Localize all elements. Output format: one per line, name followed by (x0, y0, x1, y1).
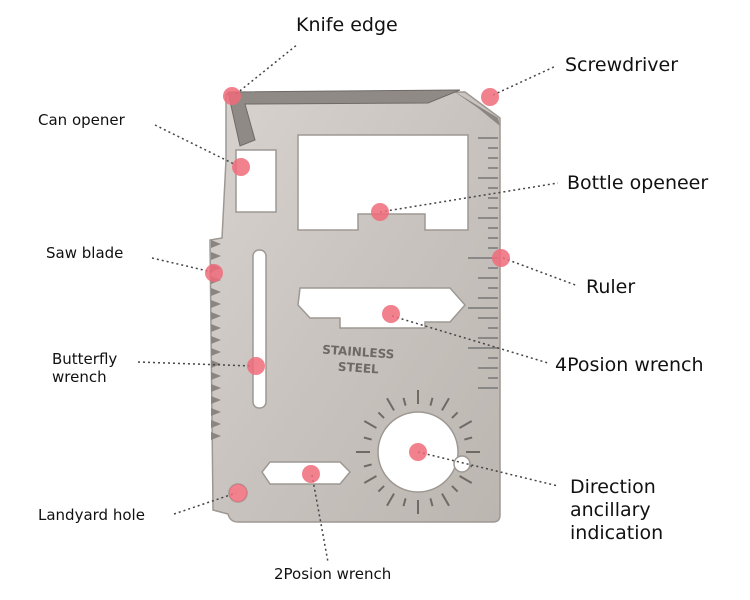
compass-dial-ticks (356, 390, 480, 514)
marker-can-opener (232, 158, 250, 176)
compass-tick (464, 436, 473, 441)
label-can-opener: Can opener (38, 111, 125, 129)
marker-butterfly-wrench (247, 357, 265, 375)
compass-tick (363, 463, 372, 468)
compass-tick (441, 493, 450, 507)
label-two-pos-wrench: 2Posion wrench (274, 565, 392, 583)
compass-tick (451, 411, 459, 419)
label-ruler: Ruler (586, 276, 636, 298)
marker-bottle-opener (371, 203, 389, 221)
marker-screwdriver (481, 88, 499, 106)
compass-tick (429, 397, 434, 406)
marker-four-pos-wrench (382, 305, 400, 323)
label-landyard-hole: Landyard hole (38, 506, 145, 524)
leader-butterfly-wrench (137, 361, 253, 367)
leader-lines (137, 43, 579, 563)
leader-ruler (502, 257, 579, 287)
label-direction: Direction ancillary indication (570, 476, 720, 544)
marker-ruler (492, 249, 510, 267)
label-screwdriver: Screwdriver (565, 54, 679, 76)
label-butterfly-wrench: Butterfly wrench (52, 350, 142, 386)
label-direction-line1: Direction (570, 476, 656, 498)
compass-tick (429, 498, 434, 507)
label-saw-blade: Saw blade (46, 244, 124, 262)
leader-screwdriver (492, 65, 557, 96)
callout-markers (205, 87, 510, 502)
marker-saw-blade (205, 264, 223, 282)
compass-tick (459, 420, 473, 429)
compass-tick (441, 397, 450, 411)
direction-compass-notch (453, 455, 471, 473)
leader-four-pos-wrench (391, 315, 549, 364)
label-bottle-opener: Bottle openeer (567, 172, 709, 194)
compass-tick (363, 475, 377, 484)
compass-tick (386, 397, 395, 411)
label-butterfly-wrench-line2: wrench (52, 368, 107, 386)
compass-tick (377, 411, 385, 419)
leader-landyard-hole (173, 492, 237, 515)
marker-landyard-hole (229, 484, 247, 502)
label-butterfly-wrench-line1: Butterfly (52, 350, 118, 368)
compass-tick (363, 436, 372, 441)
compass-tick (459, 475, 473, 484)
marker-direction (409, 443, 427, 461)
leader-direction (417, 451, 559, 487)
butterfly-wrench-slot (252, 249, 267, 409)
bottle-opener-cutout (297, 134, 469, 231)
label-direction-line2: ancillary (570, 498, 651, 521)
marker-knife-edge (223, 87, 241, 105)
four-position-wrench-cutout (297, 287, 467, 329)
marker-two-pos-wrench (302, 465, 320, 483)
compass-tick (402, 498, 407, 507)
engraving-line-2: STEEL (337, 360, 379, 377)
label-four-pos-wrench: 4Posion wrench (555, 354, 704, 376)
compass-tick (451, 485, 459, 493)
label-direction-line3: indication (570, 521, 664, 544)
leader-knife-edge (235, 43, 299, 95)
compass-tick (363, 420, 377, 429)
ruler-ticks (468, 137, 498, 389)
leader-bottle-opener (379, 182, 559, 213)
compass-tick (386, 493, 395, 507)
label-knife-edge: Knife edge (296, 14, 398, 36)
compass-tick (402, 397, 407, 406)
knife-edge-blade (227, 89, 461, 147)
leader-saw-blade (151, 257, 213, 273)
leader-can-opener (154, 124, 237, 166)
engraving-line-1: STAINLESS (322, 343, 395, 362)
compass-tick (377, 485, 385, 493)
